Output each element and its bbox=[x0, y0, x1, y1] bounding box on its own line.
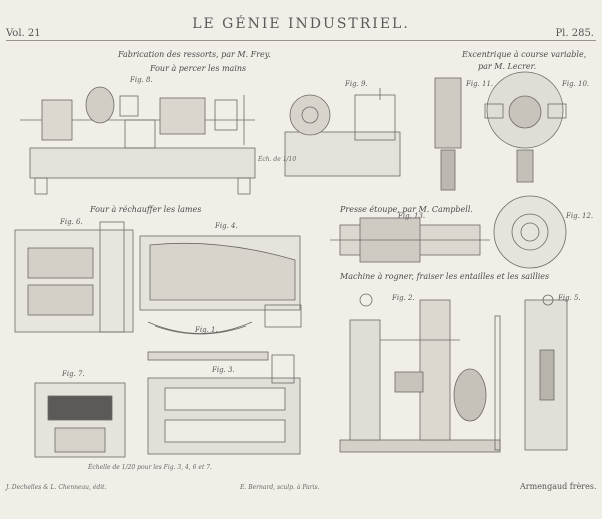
fig-label-5: Fig. 5. bbox=[558, 294, 581, 302]
volume-label: Vol. 21 bbox=[6, 28, 41, 39]
fig-label-9: Fig. 9. bbox=[345, 80, 368, 88]
fig-label-1: Fig. 1. bbox=[195, 326, 218, 334]
fig1-leaf-spring bbox=[147, 321, 253, 335]
fig-label-12: Fig. 12. bbox=[566, 212, 594, 220]
fig-label-8: Fig. 8. bbox=[130, 76, 153, 84]
caption-four-percer: Four à percer les mains bbox=[150, 64, 247, 73]
caption-presse: Presse étoupe, par M. Campbell. bbox=[340, 205, 473, 214]
caption-eccentric-1: Excentrique à course variable, bbox=[462, 50, 587, 59]
caption-machine: Machine à rogner, fraiser les entailles … bbox=[340, 272, 550, 281]
fig-label-6: Fig. 6. bbox=[60, 218, 83, 226]
fig-label-2: Fig. 2. bbox=[392, 294, 415, 302]
fig5-cutting-machine-front bbox=[494, 294, 568, 451]
fig11-eccentric-side bbox=[434, 77, 462, 191]
footer-engraver: E. Bernard, sculp. à Paris. bbox=[240, 484, 320, 491]
caption-four-rechauffer: Four à réchauffer les lames bbox=[90, 205, 202, 214]
footer-authors: Armengaud frères. bbox=[520, 482, 597, 491]
fig-label-11: Fig. 11. bbox=[466, 80, 494, 88]
fig6-furnace-front bbox=[14, 221, 134, 333]
strip-detail bbox=[147, 351, 269, 361]
plate-header: Vol. 21 LE GÉNIE INDUSTRIEL. Pl. 285. bbox=[0, 6, 602, 40]
fig10-eccentric-face bbox=[484, 71, 567, 183]
fig4-furnace-section bbox=[139, 235, 302, 328]
fig-label-4: Fig. 4. bbox=[215, 222, 238, 230]
header-rule bbox=[6, 40, 596, 41]
fig-label-13: Fig. 13. bbox=[398, 212, 426, 220]
scale-note: Échelle de 1/20 pour les Fig. 3, 4, 6 et… bbox=[88, 464, 212, 471]
fig-label-3: Fig. 3. bbox=[212, 366, 235, 374]
fig9-gear-machine bbox=[284, 88, 401, 177]
fig8-spring-machine bbox=[20, 86, 256, 195]
fig12-gland-face bbox=[493, 195, 567, 269]
caption-frey: Fabrication des ressorts, par M. Frey. bbox=[118, 50, 271, 59]
plate-number: Pl. 285. bbox=[555, 28, 594, 39]
fig-label-7: Fig. 7. bbox=[62, 370, 85, 378]
fig3-furnace-plan bbox=[147, 354, 301, 455]
plate-title: LE GÉNIE INDUSTRIEL. bbox=[192, 16, 410, 32]
scale-small: Éch. de 1/10 bbox=[258, 156, 297, 163]
fig2-cutting-machine bbox=[339, 293, 501, 453]
fig-label-10: Fig. 10. bbox=[562, 80, 590, 88]
fig13-gland bbox=[330, 217, 490, 263]
caption-eccentric-2: par M. Lecrer. bbox=[478, 62, 537, 71]
footer-publisher: J. Dechelles & L. Chenneau, édit. bbox=[6, 484, 107, 491]
fig7-furnace-front bbox=[34, 382, 126, 458]
